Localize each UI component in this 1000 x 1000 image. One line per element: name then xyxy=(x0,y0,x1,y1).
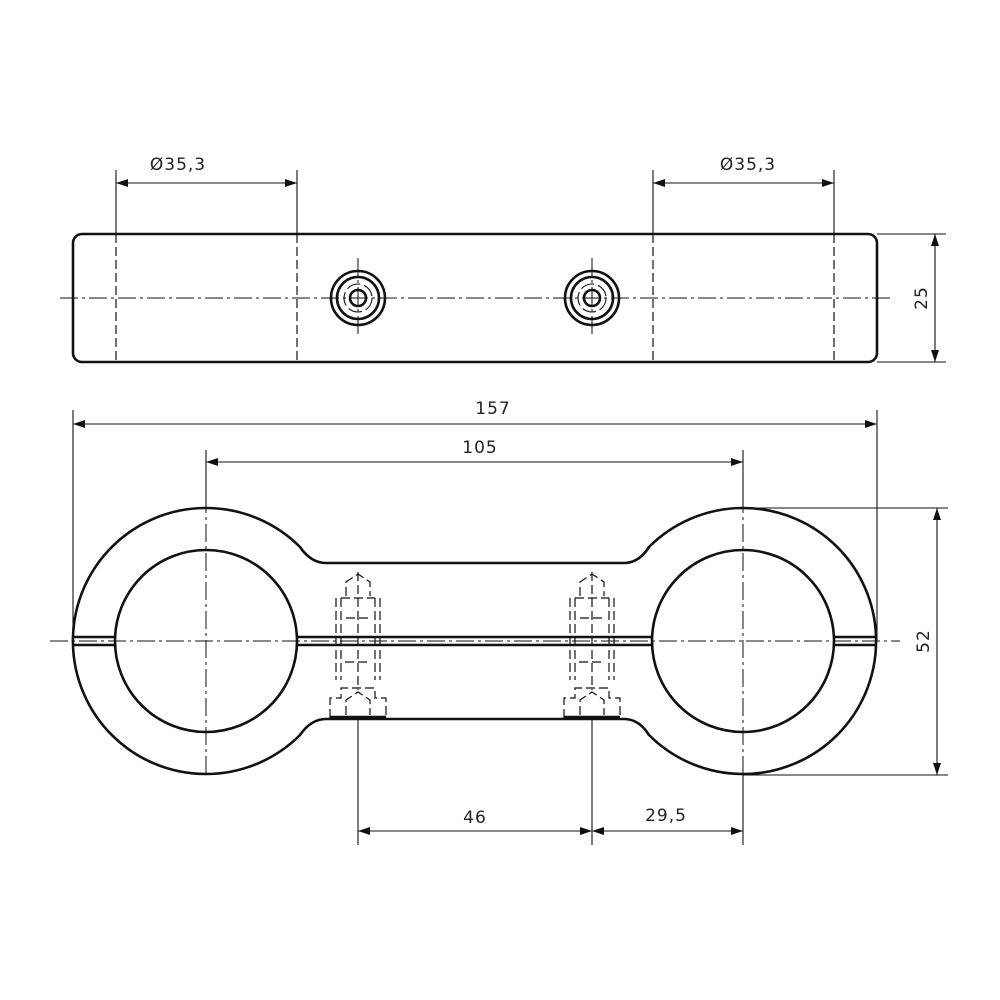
dim-text: 46 xyxy=(463,808,487,828)
dim-text: Ø35,3 xyxy=(150,155,206,175)
dim-center-distance: 105 xyxy=(205,438,744,508)
dim-right-bore: Ø35,3 xyxy=(652,155,835,234)
dim-top-height: 25 xyxy=(877,233,946,363)
hidden-screw-icon xyxy=(329,572,387,719)
dim-text: 105 xyxy=(462,438,497,458)
dim-text: 25 xyxy=(912,286,932,310)
dim-overall-length: 157 xyxy=(72,399,878,640)
dim-screw-spacing: 46 29,5 xyxy=(357,719,744,845)
split-line xyxy=(73,635,877,647)
dim-left-bore: Ø35,3 xyxy=(115,155,298,234)
dim-text: 29,5 xyxy=(645,806,687,826)
screw-head-icon xyxy=(563,258,621,338)
hidden-screw-icon xyxy=(563,572,621,719)
top-view: Ø35,3 Ø35,3 25 xyxy=(60,155,946,364)
dim-text: 157 xyxy=(475,399,510,419)
hidden-bore-lines xyxy=(115,234,835,362)
clamp-outline xyxy=(71,506,878,776)
screw-head-icon xyxy=(329,258,387,338)
dim-text: Ø35,3 xyxy=(720,155,776,175)
dim-front-height: 52 xyxy=(743,507,948,776)
front-view: 157 105 52 46 29,5 xyxy=(50,399,948,845)
dim-text: 52 xyxy=(914,629,934,653)
